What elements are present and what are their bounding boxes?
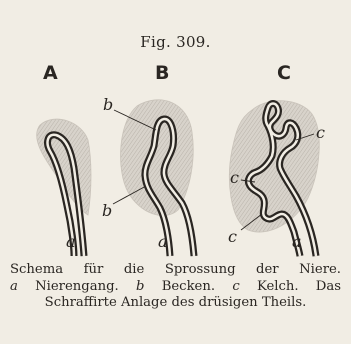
kidney-sprouting-diagram: a b b a c c c a [0, 0, 351, 262]
label-c-calyx-c-bottom: c [228, 227, 237, 246]
caption-text-das: Das [316, 279, 341, 294]
caption-line-2: a Nierengang. b Becken. c Kelch. Das [10, 279, 341, 296]
label-c-calyx-c-left: c [230, 168, 239, 187]
panel-b-diagram: b b a [102, 95, 194, 256]
caption-key-b: b [136, 279, 144, 294]
label-b-pelvis-b-bottom: b [102, 201, 112, 220]
figure-caption: Schema für die Sprossung der Niere. a Ni… [10, 262, 341, 312]
caption-text-a: Nierengang. [35, 279, 119, 294]
caption-text-c: Kelch. [257, 279, 299, 294]
caption-line-3: Schraffirte Anlage des drüsigen Theils. [10, 295, 341, 312]
label-c-calyx-c-right: c [316, 123, 325, 142]
label-c-duct-a: a [292, 232, 302, 251]
label-a-duct-a: a [66, 232, 76, 251]
caption-line-1: Schema für die Sprossung der Niere. [10, 262, 341, 279]
label-b-duct-a: a [158, 232, 168, 251]
caption-key-c: c [232, 279, 239, 294]
panel-c-diagram: c c c a [228, 101, 325, 256]
label-b-pelvis-b-top: b [103, 95, 113, 114]
panel-a-diagram: a [37, 119, 91, 256]
caption-key-a: a [10, 279, 18, 294]
caption-text-b: Becken. [162, 279, 215, 294]
